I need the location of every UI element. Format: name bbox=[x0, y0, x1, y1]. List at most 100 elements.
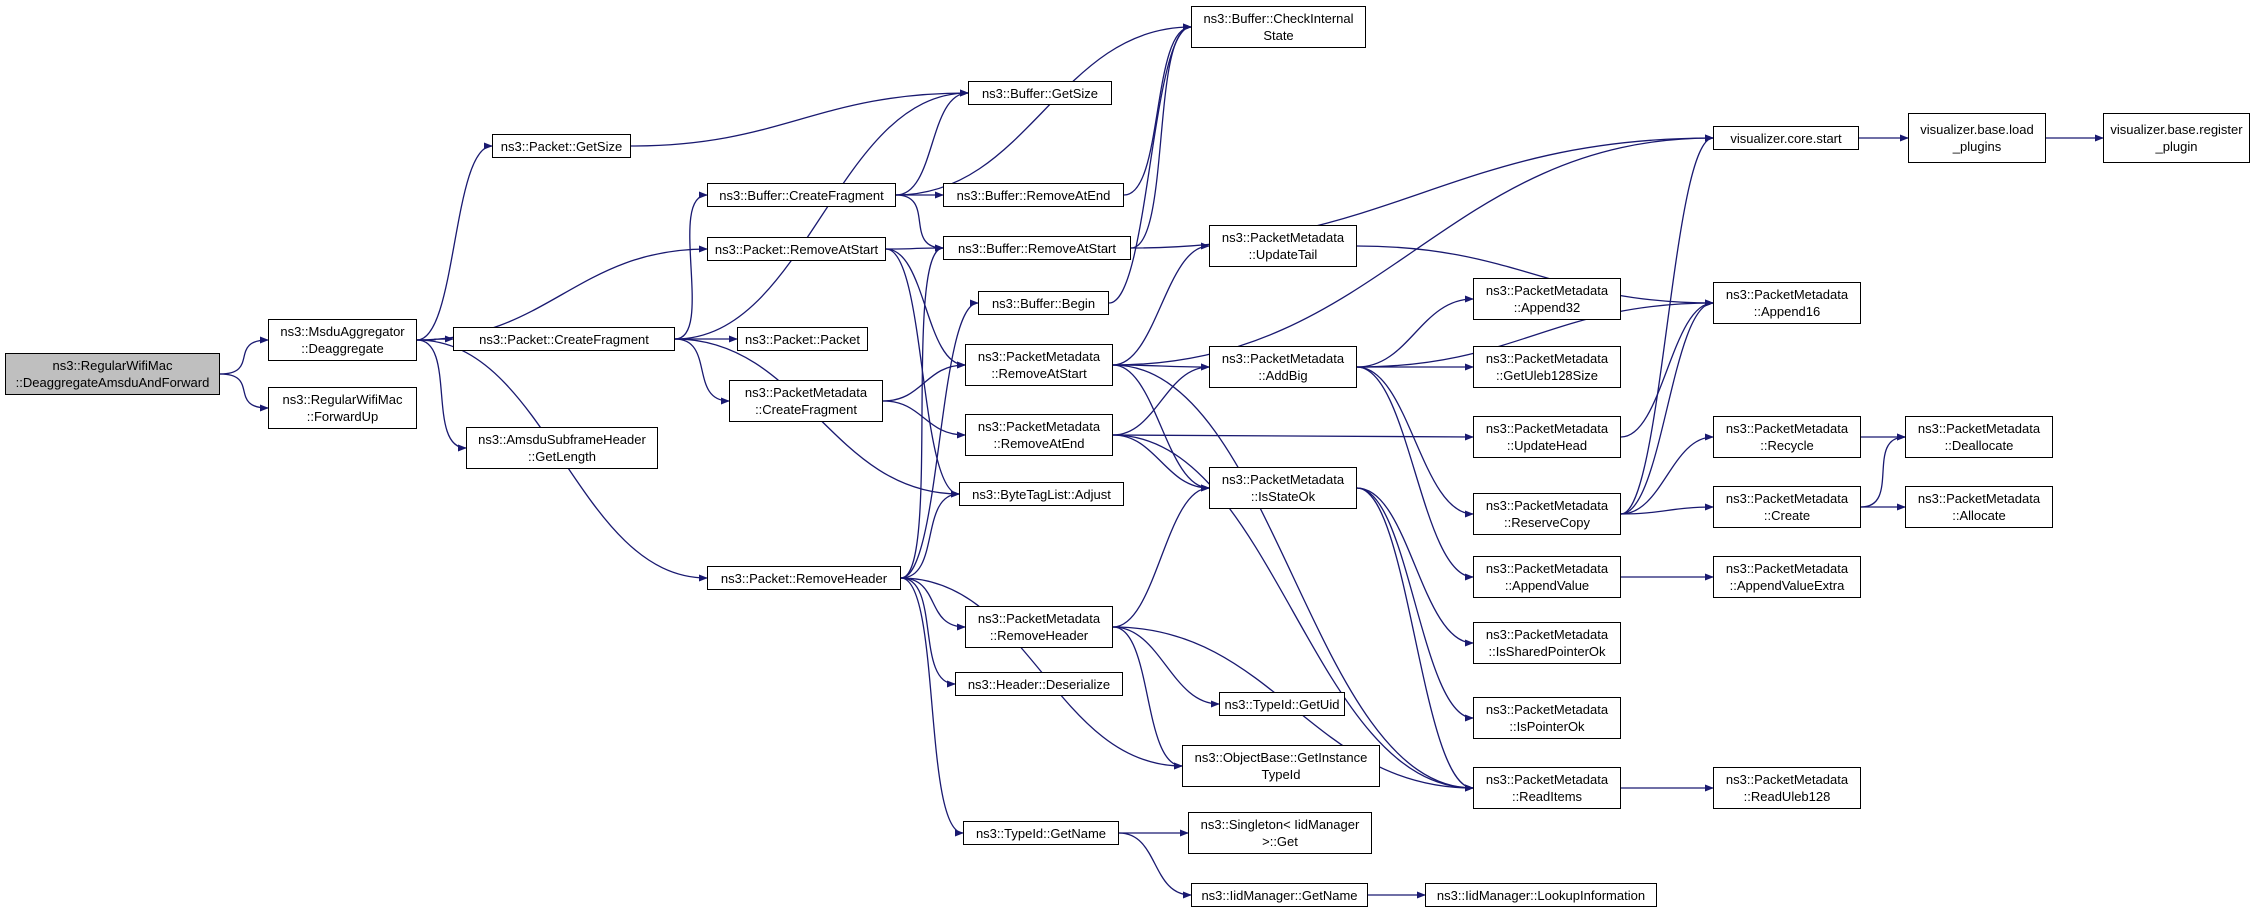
graph-node-label: ::Deaggregate bbox=[301, 341, 384, 356]
graph-node-label: ns3::PacketMetadata bbox=[1221, 351, 1345, 366]
call-edge bbox=[1118, 832, 1192, 899]
call-edge bbox=[1112, 626, 1183, 770]
graph-node-label: ns3::PacketMetadata bbox=[1725, 772, 1849, 787]
graph-node-label: ::RemoveAtEnd bbox=[993, 436, 1085, 451]
call-edge bbox=[895, 23, 1192, 196]
graph-node-n31[interactable]: ns3::PacketMetadata::GetUleb128Size bbox=[1473, 346, 1621, 388]
graph-node-n24[interactable]: ns3::PacketMetadata::AddBig bbox=[1209, 346, 1357, 388]
call-edge bbox=[416, 339, 467, 452]
call-edge bbox=[219, 373, 269, 412]
graph-node-n15[interactable]: ns3::Buffer::RemoveAtStart bbox=[943, 236, 1131, 260]
call-edge bbox=[1112, 626, 1220, 708]
graph-node-n46[interactable]: ns3::PacketMetadata::Deallocate bbox=[1905, 416, 2053, 458]
call-edge bbox=[1112, 364, 1474, 792]
graph-node-n10[interactable]: ns3::Packet::Packet bbox=[737, 327, 868, 351]
graph-node-label: ns3::Buffer::RemoveAtStart bbox=[958, 240, 1116, 256]
graph-node-label: ::IsPointerOk bbox=[1509, 719, 1585, 734]
graph-node-n22[interactable]: visualizer.core.start bbox=[1713, 126, 1859, 150]
graph-node-label: ns3::PacketMetadata bbox=[977, 349, 1101, 364]
graph-node-n28[interactable]: ns3::Singleton< IidManager>::Get bbox=[1188, 812, 1372, 854]
graph-node-n37[interactable]: ns3::PacketMetadata::ReadItems bbox=[1473, 767, 1621, 809]
graph-node-n17[interactable]: ns3::PacketMetadata::RemoveAtStart bbox=[965, 344, 1113, 386]
call-edge bbox=[674, 89, 969, 340]
graph-node-n26[interactable]: ns3::TypeId::GetUid bbox=[1219, 692, 1345, 716]
graph-node-n34[interactable]: ns3::PacketMetadata::AppendValue bbox=[1473, 556, 1621, 598]
graph-node-n30[interactable]: ns3::PacketMetadata::Append32 bbox=[1473, 278, 1621, 320]
graph-node-n19[interactable]: ns3::PacketMetadata::RemoveHeader bbox=[965, 606, 1113, 648]
graph-node-label: ::RemoveHeader bbox=[989, 628, 1089, 643]
call-edge bbox=[1108, 23, 1192, 304]
call-edge bbox=[1620, 299, 1714, 515]
graph-node-label: ::Deallocate bbox=[1944, 438, 2014, 453]
call-edge bbox=[1356, 487, 1474, 792]
graph-node-label: ::ReadItems bbox=[1511, 789, 1583, 804]
graph-node-n9[interactable]: ns3::Buffer::CreateFragment bbox=[707, 183, 896, 207]
graph-node-label: ns3::PacketMetadata bbox=[977, 419, 1101, 434]
graph-node-label: ns3::PacketMetadata bbox=[1221, 230, 1345, 245]
graph-node-n41[interactable]: ns3::PacketMetadata::Recycle bbox=[1713, 416, 1861, 458]
graph-node-label: ::UpdateTail bbox=[1248, 247, 1318, 262]
call-edge bbox=[630, 89, 969, 147]
graph-node-n14[interactable]: ns3::Buffer::RemoveAtEnd bbox=[943, 183, 1124, 207]
call-edge bbox=[1356, 366, 1474, 581]
graph-node-n23[interactable]: ns3::PacketMetadata::UpdateTail bbox=[1209, 225, 1357, 267]
graph-node-n45[interactable]: visualizer.base.register_plugin bbox=[2103, 113, 2250, 163]
graph-node-n32[interactable]: ns3::PacketMetadata::UpdateHead bbox=[1473, 416, 1621, 458]
call-edge bbox=[1356, 487, 1474, 722]
graph-node-label: visualizer.base.register bbox=[2110, 122, 2243, 137]
graph-node-label: ::UpdateHead bbox=[1506, 438, 1588, 453]
graph-node-label: ns3::Packet::CreateFragment bbox=[479, 331, 649, 347]
graph-node-n38[interactable]: ns3::IidManager::LookupInformation bbox=[1425, 883, 1657, 907]
graph-node-label: ::RemoveAtStart bbox=[991, 366, 1087, 381]
graph-node-n20[interactable]: ns3::Header::Deserialize bbox=[955, 672, 1123, 696]
graph-node-n2[interactable]: ns3::RegularWifiMac::ForwardUp bbox=[268, 387, 417, 429]
call-edge bbox=[1356, 299, 1714, 368]
graph-node-n33[interactable]: ns3::PacketMetadata::ReserveCopy bbox=[1473, 493, 1621, 535]
graph-node-n18[interactable]: ns3::PacketMetadata::RemoveAtEnd bbox=[965, 414, 1113, 456]
call-edge bbox=[1130, 23, 1192, 249]
call-edge bbox=[882, 361, 966, 402]
call-edge bbox=[1112, 434, 1210, 492]
graph-node-n44[interactable]: ns3::PacketMetadata::ReadUleb128 bbox=[1713, 767, 1861, 809]
graph-node-n6[interactable]: ns3::Packet::RemoveAtStart bbox=[707, 237, 886, 261]
call-edge bbox=[900, 244, 944, 579]
call-edge bbox=[1112, 484, 1210, 628]
graph-node-n12[interactable]: ns3::ByteTagList::Adjust bbox=[959, 482, 1124, 506]
graph-node-n5[interactable]: ns3::AmsduSubframeHeader::GetLength bbox=[466, 427, 658, 469]
graph-node-label: ::DeaggregateAmsduAndForward bbox=[15, 375, 210, 390]
graph-node-n43[interactable]: ns3::PacketMetadata::AppendValueExtra bbox=[1713, 556, 1861, 598]
graph-node-label: ::AppendValueExtra bbox=[1729, 578, 1845, 593]
graph-node-n39[interactable]: visualizer.base.load_plugins bbox=[1908, 113, 2046, 163]
graph-node-n8[interactable]: ns3::Buffer::GetSize bbox=[968, 81, 1112, 105]
graph-node-n4[interactable]: ns3::Packet::CreateFragment bbox=[453, 327, 675, 351]
graph-node-n1[interactable]: ns3::MsduAggregator::Deaggregate bbox=[268, 319, 417, 361]
graph-node-n0[interactable]: ns3::RegularWifiMac::DeaggregateAmsduAnd… bbox=[5, 353, 220, 395]
graph-node-n3[interactable]: ns3::Packet::GetSize bbox=[492, 134, 631, 158]
graph-node-n42[interactable]: ns3::PacketMetadata::Create bbox=[1713, 486, 1861, 528]
call-edge bbox=[1860, 433, 1906, 508]
call-edge bbox=[900, 577, 966, 631]
graph-node-n29[interactable]: ns3::IidManager::GetName bbox=[1191, 883, 1368, 907]
graph-node-n36[interactable]: ns3::PacketMetadata::IsPointerOk bbox=[1473, 697, 1621, 739]
graph-node-n11[interactable]: ns3::PacketMetadata::CreateFragment bbox=[729, 380, 883, 422]
graph-node-label: ns3::PacketMetadata bbox=[1485, 351, 1609, 366]
graph-node-label: ns3::PacketMetadata bbox=[1725, 287, 1849, 302]
graph-node-n21[interactable]: ns3::TypeId::GetName bbox=[963, 821, 1119, 845]
graph-node-n47[interactable]: ns3::PacketMetadata::Allocate bbox=[1905, 486, 2053, 528]
graph-node-label: ns3::ByteTagList::Adjust bbox=[972, 486, 1111, 502]
graph-node-label: ns3::IidManager::GetName bbox=[1201, 887, 1358, 903]
graph-node-n16[interactable]: ns3::Buffer::Begin bbox=[978, 291, 1109, 315]
graph-node-n35[interactable]: ns3::PacketMetadata::IsSharedPointerOk bbox=[1473, 622, 1621, 664]
graph-node-n7[interactable]: ns3::Packet::RemoveHeader bbox=[707, 566, 901, 590]
graph-node-n40[interactable]: ns3::PacketMetadata::Append16 bbox=[1713, 282, 1861, 324]
graph-node-n25[interactable]: ns3::PacketMetadata::IsStateOk bbox=[1209, 467, 1357, 509]
call-edge bbox=[1356, 487, 1474, 647]
graph-node-label: visualizer.core.start bbox=[1730, 130, 1842, 146]
graph-node-label: TypeId bbox=[1261, 767, 1301, 782]
graph-node-label: ::IsStateOk bbox=[1250, 489, 1316, 504]
call-edge bbox=[1112, 134, 1714, 366]
graph-node-label: ::AppendValue bbox=[1504, 578, 1590, 593]
